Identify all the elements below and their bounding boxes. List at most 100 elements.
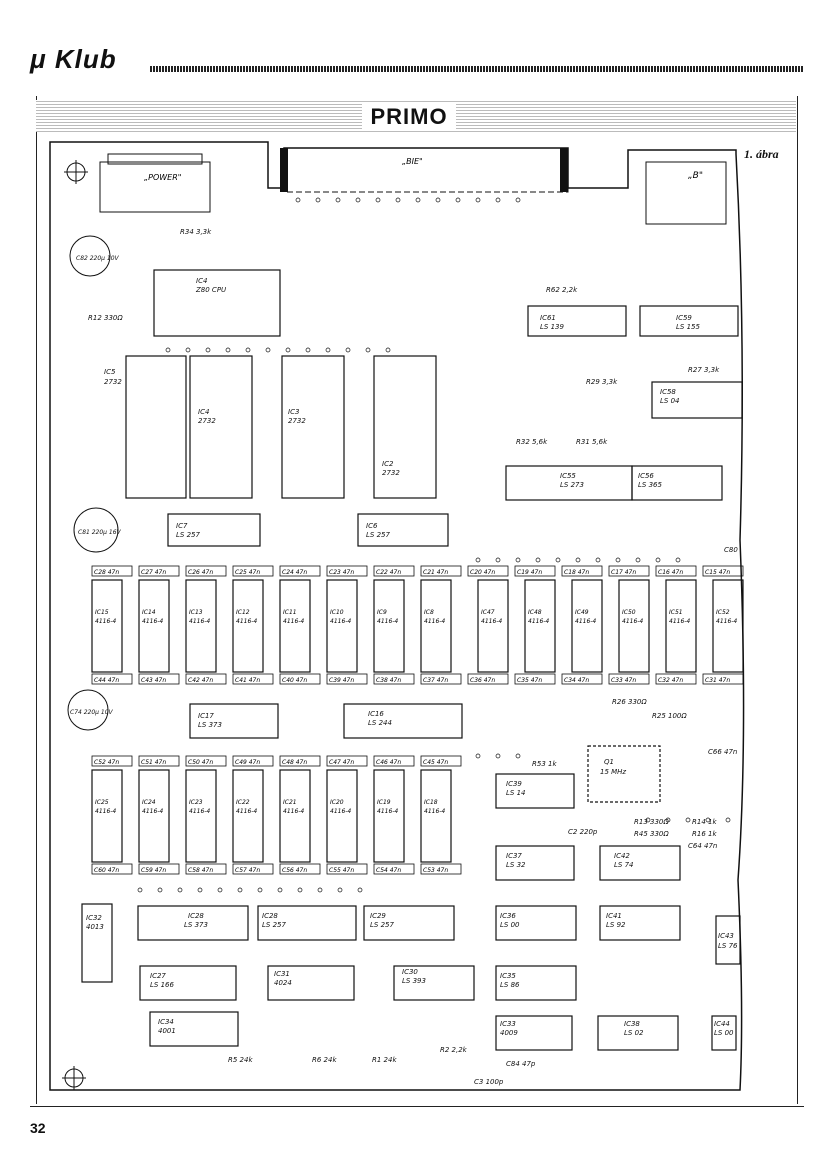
decoupling-cap-label: C34 47n: [564, 677, 589, 684]
via-dots: [137, 197, 731, 893]
label-ic29: IC29: [370, 912, 386, 920]
decoupling-cap: [232, 755, 274, 767]
ram-chip-ref: IC18: [424, 799, 438, 806]
ram-chip-ref: IC19: [377, 799, 391, 806]
ic-58: [651, 381, 743, 419]
via-dot: [635, 557, 641, 563]
via-dot: [475, 753, 481, 759]
ic-rom-3: [281, 355, 345, 499]
ram-chip-ref: IC10: [330, 609, 344, 616]
label-ic28a-type: LS 373: [184, 921, 208, 929]
label-c82: C82 220μ 10V: [76, 255, 120, 262]
label-ic39: IC39: [506, 780, 522, 788]
decoupling-cap: [91, 755, 133, 767]
via-dot: [435, 197, 441, 203]
label-ic7: IC7: [176, 522, 188, 530]
ic-42: [599, 845, 681, 881]
ram-chip: [91, 579, 123, 673]
label-r34: R34 3,3k: [180, 228, 212, 236]
label-ic28b-type: LS 257: [262, 921, 286, 929]
decoupling-cap-label: C60 47n: [94, 867, 119, 874]
ram-chip-type: 4116-4: [481, 618, 502, 625]
decoupling-cap-label: C33 47n: [611, 677, 636, 684]
ram-chip-type: 4116-4: [95, 618, 116, 625]
ram-chip-ref: IC23: [189, 799, 203, 806]
bie-connector: [283, 147, 569, 193]
ram-chip: [232, 579, 264, 673]
header-logo: μ Klub: [30, 44, 117, 74]
decoupling-cap-label: C24 47n: [282, 569, 307, 576]
decoupling-cap: [326, 565, 368, 577]
via-dot: [205, 347, 211, 353]
ic-32: [81, 903, 113, 983]
ram-chip-ref: IC49: [575, 609, 589, 616]
decoupling-cap: [561, 565, 603, 577]
decoupling-cap-label: C18 47n: [564, 569, 589, 576]
label-ic30: IC30: [402, 968, 418, 976]
via-dot: [177, 887, 183, 893]
decoupling-cap: [561, 673, 603, 685]
decoupling-cap-label: C27 47n: [141, 569, 166, 576]
page-title: PRIMO: [0, 104, 818, 130]
mounting-hole-bottom: [62, 1066, 86, 1090]
via-dot: [337, 887, 343, 893]
label-ic31: IC31: [274, 970, 290, 978]
label-ic36: IC36: [500, 912, 516, 920]
ram-chip: [373, 579, 405, 673]
decoupling-cap: [138, 565, 180, 577]
decoupling-cap-label: C25 47n: [235, 569, 260, 576]
decoupling-cap: [702, 565, 744, 577]
label-ic42-type: LS 74: [614, 861, 633, 869]
decoupling-cap: [702, 673, 744, 685]
ram-chip-ref: IC25: [95, 799, 109, 806]
via-dot: [317, 887, 323, 893]
via-dot: [575, 557, 581, 563]
decoupling-cap: [91, 863, 133, 875]
decoupling-cap: [185, 863, 227, 875]
label-ic31-type: 4024: [274, 979, 292, 987]
decoupling-cap-label: C38 47n: [376, 677, 401, 684]
via-dot: [725, 817, 731, 823]
ram-chip: [326, 769, 358, 863]
decoupling-cap-label: C15 47n: [705, 569, 730, 576]
decoupling-cap-label: C20 47n: [470, 569, 495, 576]
label-ic30-type: LS 393: [402, 977, 426, 985]
ic-35: [495, 965, 577, 1001]
bie-connector-label: „BIE": [402, 157, 423, 166]
via-dot: [305, 347, 311, 353]
via-dot: [295, 197, 301, 203]
label-ic55-type: LS 273: [560, 481, 584, 489]
ram-chip: [138, 769, 170, 863]
ram-chip: [91, 769, 123, 863]
ram-chip-type: 4116-4: [575, 618, 596, 625]
decoupling-cap: [138, 863, 180, 875]
label-ic56: IC56: [638, 472, 654, 480]
via-dot: [515, 197, 521, 203]
ic-6: [357, 513, 449, 547]
decoupling-cap-label: C19 47n: [517, 569, 542, 576]
label-r6: R6 24k: [312, 1056, 337, 1064]
label-ic56-type: LS 365: [638, 481, 662, 489]
decoupling-cap: [232, 863, 274, 875]
label-r2: R2 2,2k: [440, 1046, 468, 1054]
decoupling-cap: [279, 863, 321, 875]
decoupling-cap-label: C40 47n: [282, 677, 307, 684]
via-dot: [355, 197, 361, 203]
label-r13: R13 330Ω: [634, 818, 669, 826]
decoupling-cap: [608, 673, 650, 685]
label-ic16: IC16: [368, 710, 384, 718]
label-c81: C81 220μ 16V: [78, 529, 122, 536]
via-dot: [257, 887, 263, 893]
label-r25: R25 100Ω: [652, 712, 687, 720]
decoupling-cap-label: C52 47n: [94, 759, 119, 766]
decoupling-cap: [326, 863, 368, 875]
mounting-hole-top: [64, 160, 88, 184]
ram-chip: [279, 769, 311, 863]
decoupling-cap-label: C17 47n: [611, 569, 636, 576]
label-ic5-type: 2732: [104, 378, 122, 386]
decoupling-cap-label: C48 47n: [282, 759, 307, 766]
ic-30: [393, 965, 475, 1001]
ram-chip-type: 4116-4: [528, 618, 549, 625]
ic-61: [527, 305, 627, 337]
label-ic61-type: LS 139: [540, 323, 564, 331]
